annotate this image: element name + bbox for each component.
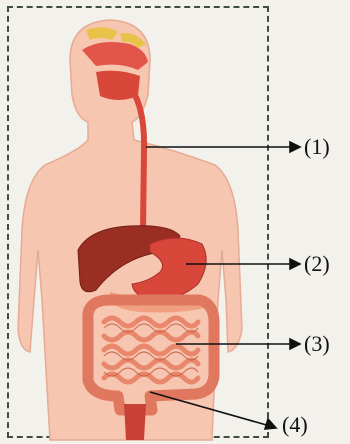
label-4: (4): [282, 414, 308, 436]
rectum: [124, 404, 146, 440]
label-1: (1): [304, 136, 330, 158]
label-3: (3): [304, 333, 330, 355]
label-2: (2): [304, 253, 330, 275]
